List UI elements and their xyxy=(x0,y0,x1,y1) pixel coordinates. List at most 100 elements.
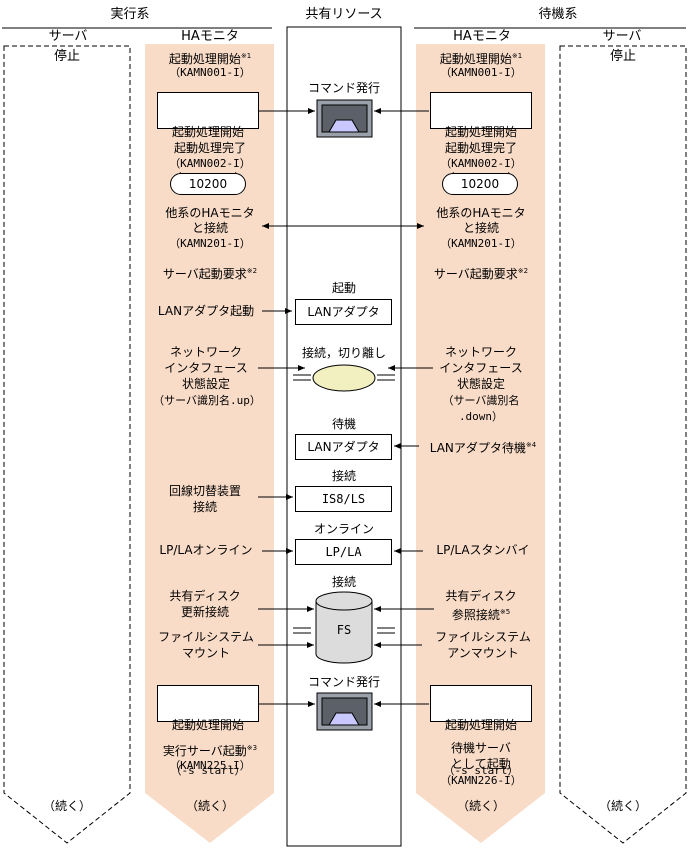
standby-lan-adapter-standby-text: LANアダプタ待機 xyxy=(429,441,526,455)
standby-nif-3: 状態設定 xyxy=(456,377,505,391)
standby-cmd-start-s-box: 起動処理開始 （-s start） xyxy=(430,685,532,777)
header-shared-resources: 共有リソース xyxy=(305,7,383,22)
active-start-begin: 起動処理開始※1 xyxy=(146,49,274,67)
shared-command-issue-2: コマンド発行 xyxy=(307,675,380,689)
standby-server-stopped: 停止 xyxy=(609,49,636,64)
shared-connect-1: 接続 xyxy=(331,469,356,483)
flow-arrows xyxy=(258,108,434,707)
active-lan-adapter-start: LANアダプタ起動 xyxy=(157,304,255,318)
standby-cmd-start-m-box: 起動処理開始 （-m start） xyxy=(430,92,532,184)
active-nif-4: （サーバ識別名.up） xyxy=(153,394,261,407)
standby-connect-other-2: と接続 xyxy=(462,221,499,235)
shared-start: 起動 xyxy=(331,281,356,295)
column-active-server: サーバ xyxy=(48,29,88,44)
standby-lan-adapter-standby-note: ※4 xyxy=(525,441,537,449)
standby-server-start-req-note: ※2 xyxy=(517,267,529,275)
active-disk-1: 共有ディスク xyxy=(169,589,241,603)
standby-disk-note: ※5 xyxy=(499,608,511,616)
active-exec-server-start-note: ※3 xyxy=(246,744,258,752)
standby-disk-2-text: 参照接続 xyxy=(451,608,500,622)
standby-nif-2: インタフェース xyxy=(439,361,523,375)
column-standby-server: サーバ xyxy=(602,29,642,44)
standby-cmd-start-m-label: 起動処理開始 xyxy=(444,125,517,139)
active-exec-server-start: 実行サーバ起動※3 xyxy=(146,741,274,759)
active-msg-kamn225: （KAMN225-I） xyxy=(169,759,251,772)
standby-server-lane xyxy=(559,45,687,844)
shared-connect-disconnect: 接続，切り離し xyxy=(301,346,386,360)
standby-lpla-standby: LP/LAスタンバイ xyxy=(436,543,530,557)
standby-start-done: 起動処理完了 xyxy=(444,141,517,155)
command-device-icon-2 xyxy=(316,692,373,731)
active-msg-kamn201: （KAMN201-I） xyxy=(169,237,251,250)
active-server-start-req-note: ※2 xyxy=(246,267,258,275)
standby-connect-other-1: 他系のHAモニタ xyxy=(436,206,526,220)
active-fs-1: ファイルシステム xyxy=(158,630,254,644)
active-cmd-start-s-value: （-s start） xyxy=(170,764,246,777)
active-cmd-start-m-label: 起動処理開始 xyxy=(171,125,244,139)
active-exec-server-start-text: 実行サーバ起動 xyxy=(162,744,247,758)
active-server-start-req: サーバ起動要求※2 xyxy=(146,264,274,282)
standby-lan-adapter-standby: LANアダプタ待機※4 xyxy=(421,438,545,456)
active-connect-other-1: 他系のHAモニタ xyxy=(165,206,255,220)
standby-nif-1: ネットワーク xyxy=(444,345,517,359)
standby-start-begin: 起動処理開始※1 xyxy=(417,49,545,67)
standby-start-begin-note: ※1 xyxy=(511,52,523,60)
shared-command-issue-1: コマンド発行 xyxy=(307,81,380,95)
shared-connect-2: 接続 xyxy=(331,575,356,589)
standby-port-pill: 10200 xyxy=(442,173,518,195)
active-lpla-online: LP/LAオンライン xyxy=(159,543,253,557)
active-cmd-start-s-label: 起動処理開始 xyxy=(171,718,244,732)
active-fs-2: マウント xyxy=(181,646,230,660)
standby-server-start-req: サーバ起動要求※2 xyxy=(417,264,545,282)
active-server-start-req-text: サーバ起動要求 xyxy=(162,267,247,281)
standby-server-start-req-text: サーバ起動要求 xyxy=(433,267,518,281)
active-ha-monitor-lane xyxy=(145,44,274,843)
shared-lpla-box: LP/LA xyxy=(295,539,392,565)
standby-ha-continued: （続く） xyxy=(456,799,505,813)
active-msg-kamn001: （KAMN001-I） xyxy=(169,66,251,79)
active-start-done: 起動処理完了 xyxy=(173,141,246,155)
active-nif-2: インタフェース xyxy=(164,361,248,375)
active-start-begin-text: 起動処理開始 xyxy=(168,52,241,66)
standby-nif-4: （サーバ識別名 xyxy=(442,394,520,407)
standby-disk-2: 参照接続※5 xyxy=(421,605,541,623)
network-ellipse xyxy=(312,364,376,392)
standby-msg-kamn001: （KAMN001-I） xyxy=(440,66,522,79)
standby-msg-kamn201: （KAMN201-I） xyxy=(440,237,522,250)
standby-server-continued: （続く） xyxy=(598,799,647,813)
standby-start-begin-text: 起動処理開始 xyxy=(439,52,512,66)
active-nif-3: 状態設定 xyxy=(181,377,230,391)
standby-disk-1: 共有ディスク xyxy=(445,589,517,603)
active-port-pill: 10200 xyxy=(170,173,246,195)
shared-standby: 待機 xyxy=(331,417,356,431)
active-cmd-start-m-box: 起動処理開始 （-m start） xyxy=(157,92,259,184)
fs-connector-marks xyxy=(293,627,395,634)
standby-server-2: として起動 xyxy=(451,757,511,771)
network-connector-marks xyxy=(293,374,395,381)
active-connect-other-2: と接続 xyxy=(191,221,228,235)
command-device-icon-1 xyxy=(316,99,373,138)
standby-server-1: 待機サーバ xyxy=(451,741,511,755)
shared-is8ls-box: IS8/LS xyxy=(295,486,392,512)
active-disk-2: 更新接続 xyxy=(180,605,229,619)
column-active-ha-monitor: HAモニタ xyxy=(181,29,239,44)
active-cmd-start-s-box: 起動処理開始 （-s start） xyxy=(157,685,259,777)
active-line-switch-1: 回線切替装置 xyxy=(168,484,241,498)
standby-msg-kamn226: （KAMN226-I） xyxy=(440,774,522,787)
fs-disk-cylinder xyxy=(315,591,373,664)
standby-nif-5: .down） xyxy=(458,410,504,423)
active-ha-continued: （続く） xyxy=(185,799,234,813)
active-nif-1: ネットワーク xyxy=(169,345,242,359)
header-active-system: 実行系 xyxy=(110,7,150,22)
shared-lan-adapter-1-box: LANアダプタ xyxy=(295,299,392,325)
column-standby-ha-monitor: HAモニタ xyxy=(453,29,511,44)
standby-cmd-start-s-label: 起動処理開始 xyxy=(444,718,517,732)
shared-fs-label: FS xyxy=(336,623,352,637)
shared-online: オンライン xyxy=(313,522,374,536)
standby-msg-kamn002: （KAMN002-I） xyxy=(440,157,522,170)
standby-fs-1: ファイルシステム xyxy=(435,630,531,644)
active-line-switch-2: 接続 xyxy=(192,500,217,514)
header-standby-system: 待機系 xyxy=(538,7,578,22)
active-server-continued: （続く） xyxy=(42,799,91,813)
